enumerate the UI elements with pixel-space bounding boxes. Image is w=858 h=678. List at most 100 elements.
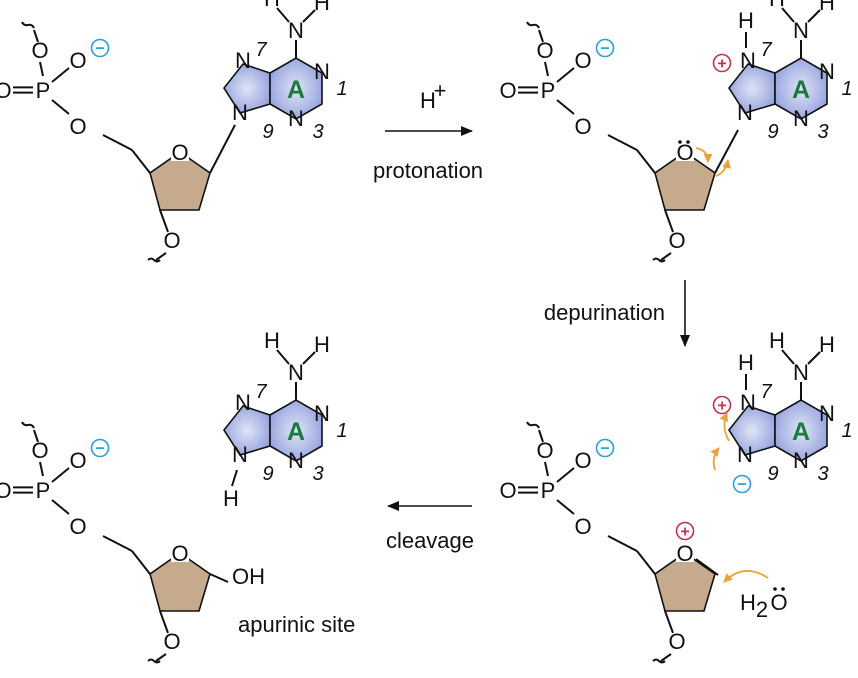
m2-atom-n9: N <box>737 100 753 125</box>
m2-num-3: 3 <box>817 121 828 143</box>
m4-atom-o3: O <box>69 514 86 539</box>
m1-atom-n6: N <box>288 18 304 43</box>
m3-bond-n6-h2 <box>807 351 821 365</box>
m2-sugar-o-mask <box>676 141 694 161</box>
m4-atom-n6: N <box>288 360 304 385</box>
m4-num-9: 9 <box>262 463 273 485</box>
m4-squiggle-bottom <box>147 658 161 664</box>
m1-atom-o1: O <box>31 38 48 63</box>
m3-negative-charge-n9-circle <box>732 474 752 494</box>
m3-pyrimidine-ring <box>774 399 828 462</box>
m3-negative-charge-circle <box>595 438 615 458</box>
m3-bond-c4-c5 <box>636 550 656 575</box>
m3-sugar-o-mask <box>676 542 694 562</box>
m1-negative-charge: − <box>95 41 104 58</box>
m2-bond-c3-o3 <box>664 209 674 233</box>
m2-atom-h6a: H <box>769 0 785 11</box>
m2-sugar-ring <box>654 151 716 211</box>
m3-bond-p-o3 <box>556 499 575 515</box>
water-h: H <box>740 590 756 615</box>
m2-positive-charge-n7-circle <box>712 53 732 73</box>
m1-atom-n9: N <box>232 100 248 125</box>
text-layer: OPOO−OOOANNNN7139NHHH+protonationOPOO−OO… <box>0 0 853 654</box>
m1-sugar-o-mask <box>171 141 189 161</box>
water-lone-pair-dot-2 <box>781 587 785 591</box>
m1-sugar-o: O <box>171 140 188 165</box>
m1-atom-n3: N <box>288 106 304 131</box>
m2-atom-n3: N <box>793 106 809 131</box>
m4-atom-n1: N <box>314 401 330 426</box>
m4-bond-p-o3 <box>51 499 70 515</box>
m1-atom-n1: N <box>314 59 330 84</box>
m3-bond-o1 <box>538 429 544 443</box>
m1-negative-charge-circle <box>90 38 110 58</box>
m4-bond-n9-h <box>231 469 238 487</box>
m3-atom-h6a: H <box>769 328 785 353</box>
m1-atom-n7: N <box>235 48 251 73</box>
m4-negative-charge: − <box>95 441 104 458</box>
m2-bond-o1-p <box>544 61 549 77</box>
m1-atom-h6a: H <box>264 0 280 11</box>
m2-atom-o3-prime: O <box>668 228 685 253</box>
m4-sugar-o: O <box>171 541 188 566</box>
m3-atom-o2: O <box>574 448 591 473</box>
m4-negative-charge-circle <box>90 438 110 458</box>
m3-negative-charge-n9: − <box>737 477 746 494</box>
m4-squiggle-top <box>21 421 35 429</box>
m2-lone-pair-dot-2 <box>686 140 690 144</box>
m3-num-3: 3 <box>817 463 828 485</box>
m2-atom-o-double: O <box>499 78 516 103</box>
m4-base-letter-a: A <box>287 418 305 446</box>
m2-bond-c5-o5 <box>607 134 638 151</box>
m2-bond-p-o3 <box>556 99 575 115</box>
m4-oh-group: OH <box>232 564 265 589</box>
m1-sugar-ring <box>149 151 211 211</box>
m2-atom-h7: H <box>738 8 754 33</box>
m1-bond-o1 <box>33 29 39 43</box>
water-sub: 2 <box>756 597 768 622</box>
m1-squiggle-bottom <box>147 257 161 263</box>
m2-curly-arrow-2 <box>715 159 732 177</box>
m4-bond-c1-oh <box>209 573 229 583</box>
m3-atom-n9: N <box>737 442 753 467</box>
m4-num-7: 7 <box>255 381 267 403</box>
m1-atom-h6b: H <box>314 0 330 15</box>
m4-bond-c3-o3 <box>159 610 169 634</box>
m4-bond-c4-c5 <box>131 550 151 575</box>
m1-atom-p: P <box>36 78 51 103</box>
m3-bond-p-o2 <box>556 467 575 483</box>
m4-atom-o2: O <box>69 448 86 473</box>
m1-num-1: 1 <box>336 78 347 100</box>
water-o: O <box>770 590 787 615</box>
m1-bond-n6-h2 <box>302 9 316 23</box>
m1-base-letter-a: A <box>287 76 305 104</box>
m2-squiggle-bottom <box>652 257 666 263</box>
m3-atom-o3: O <box>574 514 591 539</box>
m3-bond-n6-h1 <box>781 349 795 365</box>
m4-bond-o3-chain <box>155 653 167 662</box>
m1-num-9: 9 <box>262 121 273 143</box>
m2-num-7: 7 <box>760 39 772 61</box>
m2-bond-o1 <box>538 29 544 43</box>
m2-atom-h6b: H <box>819 0 835 15</box>
shape-layer <box>90 38 828 612</box>
m3-curly-arrow-base-2 <box>710 447 720 471</box>
m2-sugar-o: O <box>676 140 693 165</box>
m3-atom-p: P <box>541 478 556 503</box>
m2-num-9: 9 <box>767 121 778 143</box>
m1-pyrimidine-ring <box>269 57 323 120</box>
water-attack-curly-arrow <box>723 570 769 583</box>
m1-bond-c5-o5 <box>102 134 133 151</box>
m1-atom-o3-prime: O <box>163 228 180 253</box>
m3-curly-arrow-base-1 <box>719 412 730 442</box>
m3-atom-h6b: H <box>819 332 835 357</box>
m3-bond-o3-chain <box>660 653 672 662</box>
m1-bond-o1-p <box>39 61 44 77</box>
water-lone-pair-dot-1 <box>773 587 777 591</box>
m2-glycosidic-bond <box>714 129 739 174</box>
m1-bond-n6-h1 <box>276 7 290 23</box>
m4-atom-n9: N <box>232 442 248 467</box>
m3-num-1: 1 <box>841 420 852 442</box>
m3-negative-charge: − <box>600 441 609 458</box>
